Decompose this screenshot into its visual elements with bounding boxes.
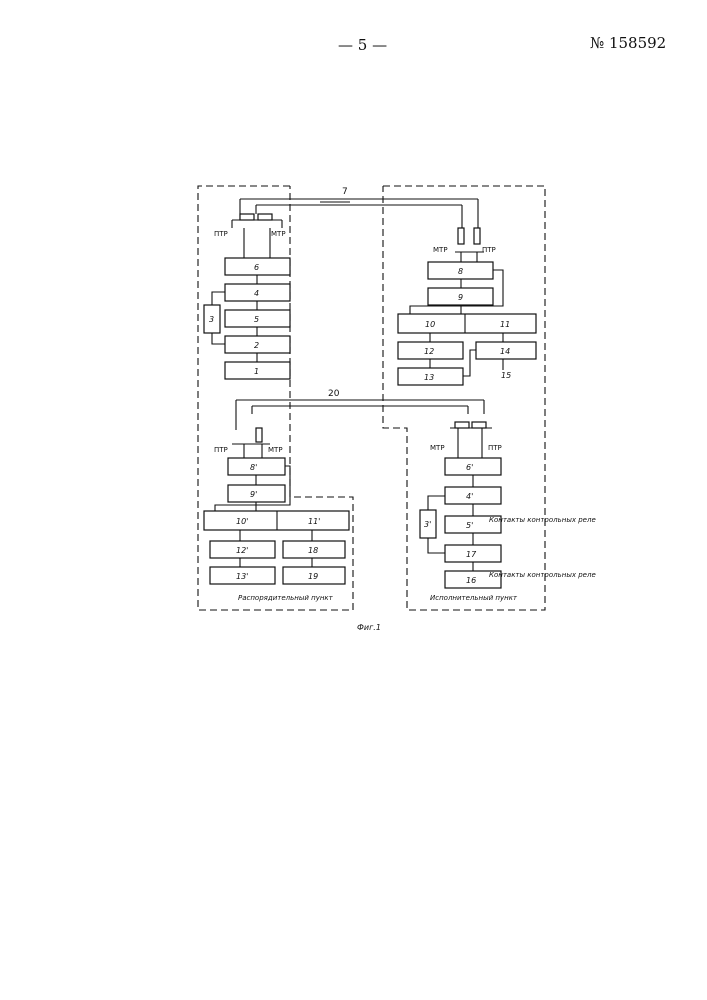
block-8p: 8' — [228, 458, 285, 475]
svg-text:11: 11 — [500, 320, 510, 329]
block-6: 6 — [225, 258, 290, 275]
block-12p: 12' — [210, 541, 275, 558]
block-12: 12 — [398, 342, 463, 359]
mtr-label-exec: МТР — [433, 246, 448, 254]
svg-text:5': 5' — [466, 521, 473, 530]
svg-text:Исполнительный пункт: Исполнительный пункт — [430, 594, 518, 602]
ptr-label-exec-2: ПТР — [488, 444, 502, 452]
svg-text:19: 19 — [308, 572, 318, 581]
line-7-label: 7 — [342, 187, 348, 197]
svg-text:9': 9' — [250, 490, 257, 499]
block-9: 9 — [428, 288, 493, 305]
contacts-label-1: Контакты контрольных реле — [489, 516, 596, 524]
executive-section-label: Исполнительный пункт — [430, 594, 518, 602]
ptr-label-exec: ПТР — [482, 246, 496, 254]
svg-text:10': 10' — [236, 517, 248, 526]
svg-text:9: 9 — [458, 293, 463, 302]
block-5: 5 — [225, 310, 290, 327]
svg-text:8: 8 — [458, 267, 463, 276]
mtr-label-2: МТР — [268, 446, 283, 454]
block-3p: 3' — [420, 510, 436, 538]
block-10p-11p: 10' 11' — [204, 511, 349, 530]
dispatch-relay-group-bottom: ПТР МТР — [214, 428, 283, 458]
contacts-label-2: Контакты контрольных реле — [489, 571, 596, 579]
block-14: 14 — [476, 342, 536, 359]
block-8: 8 — [428, 262, 493, 279]
ptr-label-2: ПТР — [214, 446, 228, 454]
svg-text:17: 17 — [466, 550, 477, 559]
svg-text:12: 12 — [424, 347, 434, 356]
block-18: 18 — [283, 541, 345, 558]
figure-caption: Фиг.1 — [357, 623, 381, 632]
block-15-label: 15 — [501, 371, 511, 380]
svg-text:Фиг.1: Фиг.1 — [357, 623, 381, 632]
block-19: 19 — [283, 567, 345, 584]
svg-text:3: 3 — [209, 315, 214, 324]
block-13: 13 — [398, 368, 463, 385]
dispatch-section-label: Распорядительный пункт — [238, 594, 334, 602]
block-4: 4 — [225, 284, 290, 301]
svg-text:13: 13 — [424, 373, 434, 382]
block-2: 2 — [225, 336, 290, 353]
block-9p: 9' — [228, 485, 285, 502]
block-17: 17 — [445, 545, 501, 562]
executive-relay-group-bottom: МТР ПТР — [430, 422, 502, 458]
communication-line-7: 7 — [240, 187, 478, 228]
executive-relay-group-top: МТР ПТР — [433, 228, 496, 262]
svg-text:8': 8' — [250, 463, 257, 472]
svg-text:4': 4' — [466, 492, 473, 501]
svg-text:10: 10 — [425, 320, 435, 329]
block-10-11: 10 11 — [398, 314, 536, 333]
block-1: 1 — [225, 362, 290, 379]
svg-text:5: 5 — [254, 315, 259, 324]
svg-text:Контакты контрольных реле: Контакты контрольных реле — [489, 571, 596, 579]
dispatch-relay-group-top: ПТР МТР — [214, 214, 286, 258]
mtr-label: МТР — [271, 230, 286, 238]
svg-text:Контакты контрольных реле: Контакты контрольных реле — [489, 516, 596, 524]
svg-text:6: 6 — [254, 263, 259, 272]
svg-text:11': 11' — [308, 517, 320, 526]
line-20-label: 20 — [328, 389, 340, 399]
block-13p: 13' — [210, 567, 275, 584]
svg-text:14: 14 — [500, 347, 510, 356]
svg-text:6': 6' — [466, 463, 473, 472]
mtr-label-exec-2: МТР — [430, 444, 445, 452]
block-4p: 4' — [445, 487, 501, 504]
svg-text:Распорядительный пункт: Распорядительный пункт — [238, 594, 334, 602]
svg-text:13': 13' — [236, 572, 248, 581]
svg-text:4: 4 — [254, 289, 259, 298]
ptr-label: ПТР — [214, 230, 228, 238]
block-6p: 6' — [445, 458, 501, 475]
svg-text:1: 1 — [254, 367, 259, 376]
svg-text:12': 12' — [236, 546, 248, 555]
svg-text:2: 2 — [254, 341, 259, 350]
block-3: 3 — [204, 305, 220, 333]
svg-text:18: 18 — [308, 546, 318, 555]
communication-line-20: 20 — [236, 389, 484, 430]
svg-text:15: 15 — [501, 371, 511, 380]
svg-text:3': 3' — [424, 520, 431, 529]
svg-text:16: 16 — [466, 576, 476, 585]
